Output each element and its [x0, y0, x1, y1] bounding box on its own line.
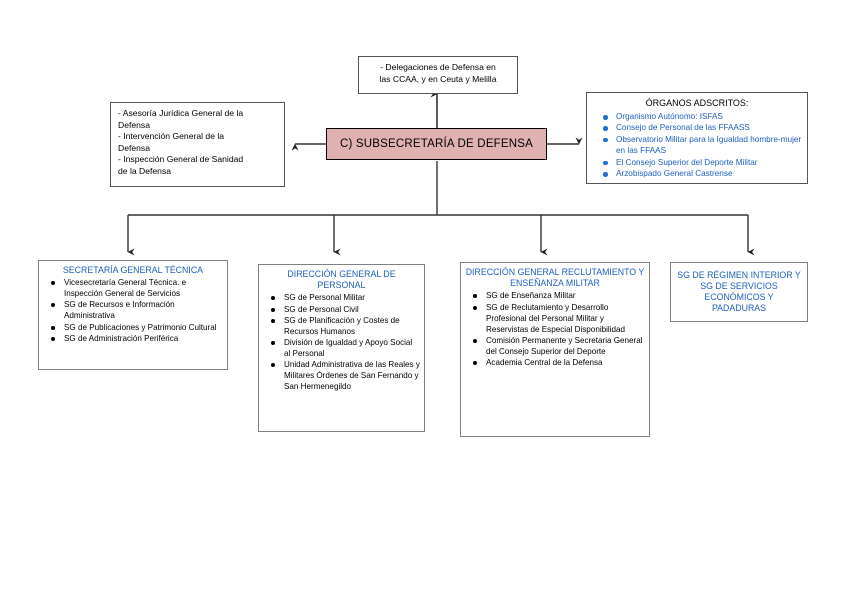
asesoria-line-1: - Asesoría Jurídica General de la — [118, 108, 244, 118]
list-item: Organismo Autónomo: ISFAS — [592, 111, 802, 122]
list-item: SG de Recursos e Información Administrat… — [43, 299, 223, 321]
list-item: SG de Publicaciones y Patrimonio Cultura… — [43, 322, 223, 333]
list-item: Vicesecretaría General Técnica. e Inspec… — [43, 277, 223, 299]
direccion-general-personal-header: DIRECCIÓN GENERAL DE PERSONAL — [287, 269, 396, 291]
list-item: Academia Central de la Defensa — [465, 357, 645, 368]
list-item: SG de Reclutamiento y Desarrollo Profesi… — [465, 302, 645, 335]
sg-regimen-interior-box: SG DE RÉGIMEN INTERIOR Y SG DE SERVICIOS… — [670, 262, 808, 322]
list-item: División de Igualdad y Apoyo Social al P… — [263, 337, 420, 359]
asesoria-line-6: de la Defensa — [118, 165, 172, 176]
asesoria-line-2: Defensa — [118, 119, 151, 130]
organos-adscritos-title: ÓRGANOS ADSCRITOS: — [645, 98, 749, 108]
secretaria-general-tecnica-box: SECRETARÍA GENERAL TÉCNICA Vicesecretarí… — [38, 260, 228, 370]
direccion-general-personal-list: SG de Personal Militar SG de Personal Ci… — [263, 292, 420, 392]
sg-regimen-interior-header: SG DE RÉGIMEN INTERIOR Y SG DE SERVICIOS… — [677, 269, 801, 314]
page-title: C) SUBSECRETARÍA DE DEFENSA — [339, 138, 534, 150]
list-item: SG de Enseñanza Militar — [465, 290, 645, 301]
asesoria-line-4: Defensa — [118, 142, 151, 153]
list-item: El Consejo Superior del Deporte Militar — [592, 157, 802, 168]
delegaciones-line-2: las CCAA, y en Ceuta y Melilla — [379, 73, 497, 84]
list-item: Consejo de Personal de las FFAASS — [592, 122, 802, 133]
delegaciones-box: - Delegaciones de Defensa en las CCAA, y… — [358, 56, 518, 94]
direccion-general-personal-box: DIRECCIÓN GENERAL DE PERSONAL SG de Pers… — [258, 264, 425, 432]
list-item: Unidad Administrativa de las Reales y Mi… — [263, 359, 420, 392]
delegaciones-line-1: - Delegaciones de Defensa en — [380, 62, 496, 72]
asesoria-line-5: - Inspección General de Sanidad — [118, 154, 244, 165]
list-item: Arzobispado General Castrense — [592, 168, 802, 179]
secretaria-general-tecnica-list: Vicesecretaría General Técnica. e Inspec… — [43, 277, 223, 344]
organos-adscritos-box: ÓRGANOS ADSCRITOS: Organismo Autónomo: I… — [586, 92, 808, 184]
direccion-general-reclutamiento-header: DIRECCIÓN GENERAL RECLUTAMIENTO Y ENSEÑA… — [465, 267, 645, 289]
list-item: Observatorio Militar para la Igualdad ho… — [592, 134, 802, 157]
list-item: SG de Personal Militar — [263, 292, 420, 303]
asesoria-line-3: - Intervención General de la — [118, 131, 225, 142]
subsecretaria-de-defensa-box: C) SUBSECRETARÍA DE DEFENSA — [326, 128, 547, 160]
direccion-general-reclutamiento-box: DIRECCIÓN GENERAL RECLUTAMIENTO Y ENSEÑA… — [460, 262, 650, 437]
list-item: Comisión Permanente y Secretaria General… — [465, 335, 645, 357]
direccion-general-reclutamiento-list: SG de Enseñanza Militar SG de Reclutamie… — [465, 290, 645, 368]
organos-adscritos-list: Organismo Autónomo: ISFAS Consejo de Per… — [592, 111, 802, 179]
asesoria-box: - Asesoría Jurídica General de la Defens… — [110, 102, 285, 187]
list-item: SG de Planificación y Costes de Recursos… — [263, 315, 420, 337]
list-item: SG de Personal Civil — [263, 304, 420, 315]
list-item: SG de Administración Periférica — [43, 333, 223, 344]
secretaria-general-tecnica-header: SECRETARÍA GENERAL TÉCNICA — [62, 265, 204, 275]
